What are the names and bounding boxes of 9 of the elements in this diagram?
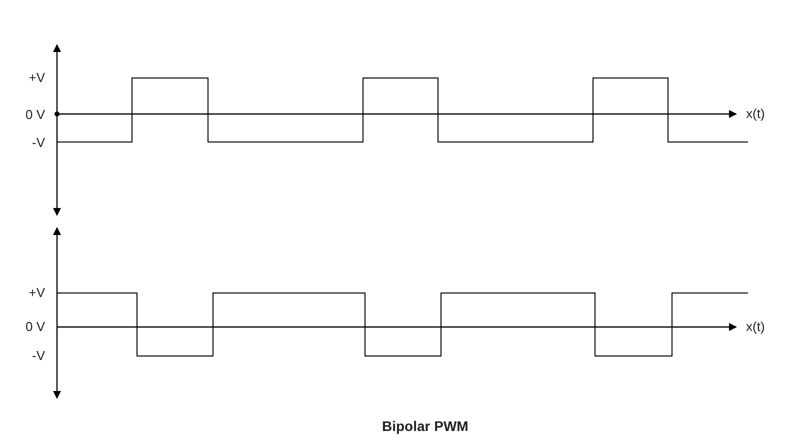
axis-label: -V [32,349,45,362]
axis-label: x(t) [746,107,765,120]
axis-label: -V [32,136,45,149]
axis-label: +V [28,71,45,84]
axis-label: x(t) [746,320,765,333]
axis-label: +V [28,286,45,299]
caption: Bipolar PWM [382,417,468,436]
axis-label: 0 V [25,108,45,121]
axis-label: 0 V [25,320,45,333]
